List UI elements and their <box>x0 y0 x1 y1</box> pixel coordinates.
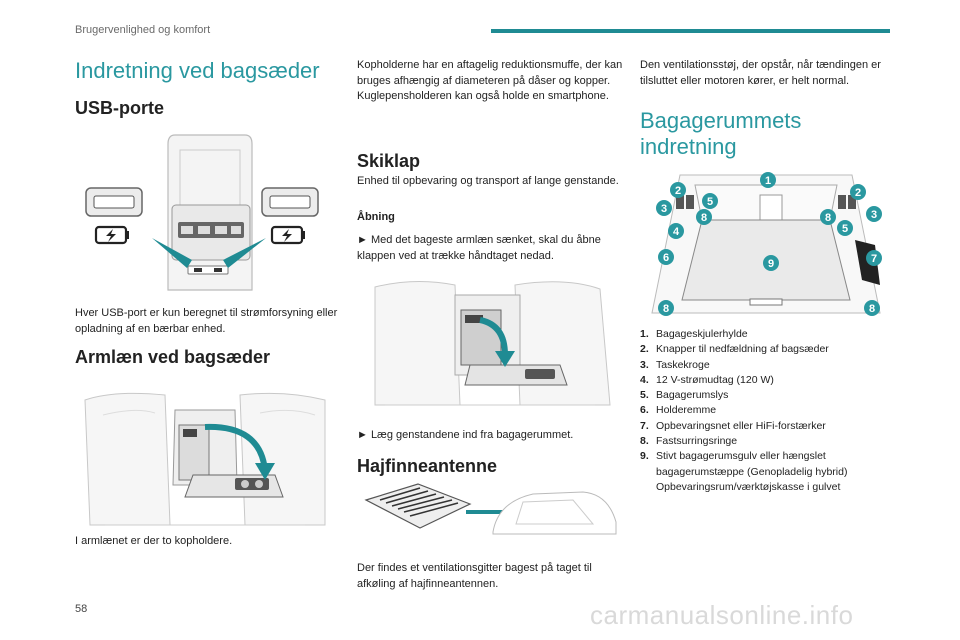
load-step: ► Læg genstandene ind fra bagagerummet. <box>357 429 574 441</box>
svg-text:9: 9 <box>768 258 774 270</box>
usb-heading: USB-porte <box>75 98 164 118</box>
usb-text: Hver USB-port er kun beregnet til strømf… <box>75 307 338 335</box>
svg-text:2: 2 <box>855 187 861 199</box>
armrest-heading: Armlæn ved bagsæder <box>75 347 271 367</box>
trunk-items-list: 1.Bagageskjulerhylde 2.Knapper til nedfæ… <box>640 327 890 495</box>
antenna-heading: Hajfinneantenne <box>357 456 498 476</box>
usb-ports-illustration <box>85 134 319 291</box>
ski-text: Enhed til opbevaring og transport af lan… <box>357 175 619 187</box>
svg-text:5: 5 <box>707 196 713 208</box>
running-header: Brugervenlighed og komfort <box>75 24 211 36</box>
svg-text:5: 5 <box>842 223 848 235</box>
opening-step: ► Med det bageste armlæn sænket, skal du… <box>357 234 601 262</box>
svg-text:8: 8 <box>825 212 831 224</box>
list-item: 4.12 V-strømudtag (120 W) <box>640 373 774 386</box>
svg-text:4: 4 <box>673 226 680 238</box>
svg-text:1: 1 <box>765 175 771 187</box>
svg-text:8: 8 <box>701 212 707 224</box>
list-item: 7.Opbevaringsnet eller HiFi-forstærker <box>640 419 826 432</box>
svg-text:3: 3 <box>871 209 877 221</box>
list-item: 9.Stivt bagagerumsgulv eller hængslet ba… <box>640 450 848 493</box>
cupholder-text: Kopholderne har en aftagelig reduktionsm… <box>357 59 623 102</box>
svg-text:6: 6 <box>663 252 669 264</box>
battery-charge-icon <box>94 225 129 245</box>
armrest-text: I armlænet er der to kopholdere. <box>75 535 233 547</box>
list-item: 5.Bagagerumslys <box>640 389 729 402</box>
header-accent-bar <box>491 29 890 33</box>
section-title: Indretning ved bagsæder <box>75 58 320 83</box>
armrest-illustration <box>84 392 326 526</box>
svg-text:2: 2 <box>675 185 681 197</box>
shark-fin-antenna-illustration <box>364 483 617 535</box>
trunk-title: Bagagerummets indretning <box>640 108 802 159</box>
ski-heading: Skiklap <box>357 151 421 171</box>
list-item: 8.Fastsurringsringe <box>640 435 738 448</box>
page-number: 58 <box>75 603 88 615</box>
watermark: carmanualsonline.info <box>590 600 854 630</box>
list-item: 6.Holderemme <box>640 404 717 417</box>
svg-text:3: 3 <box>661 203 667 215</box>
svg-text:7: 7 <box>871 253 877 265</box>
vent-text: Den ventilationsstøj, der opstår, når tæ… <box>640 59 881 87</box>
svg-text:8: 8 <box>663 303 669 315</box>
ski-hatch-illustration <box>374 280 611 406</box>
list-item: 3.Taskekroge <box>640 358 710 371</box>
antenna-text: Der findes et ventilationsgitter bagest … <box>357 562 592 590</box>
list-item: 2.Knapper til nedfældning af bagsæder <box>640 343 829 356</box>
callout-markers: 1 2 2 3 3 4 5 5 6 7 8 8 8 8 9 <box>656 172 882 316</box>
opening-label: Åbning <box>357 211 395 223</box>
list-item: 1.Bagageskjulerhylde <box>640 328 748 340</box>
trunk-layout-illustration: 1 2 2 3 3 4 5 5 6 7 8 8 8 8 9 <box>651 172 882 316</box>
battery-charge-icon <box>270 225 305 245</box>
svg-text:8: 8 <box>869 303 875 315</box>
